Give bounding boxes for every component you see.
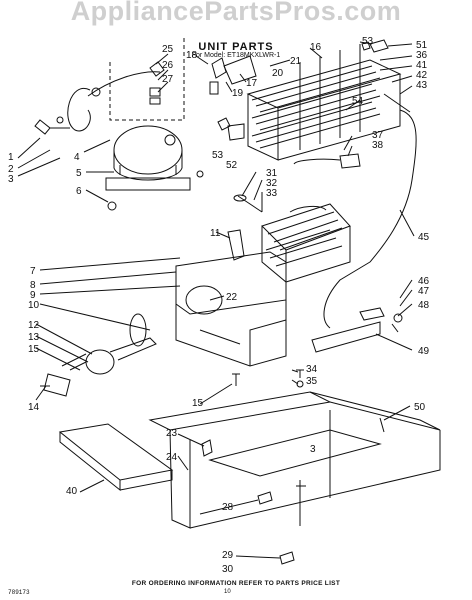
callout-19: 19: [232, 88, 244, 99]
wire-harness: [34, 71, 161, 135]
evaporator: [233, 194, 351, 284]
callout-10: 10: [28, 300, 40, 311]
callout-41: 41: [416, 60, 428, 71]
fan-motor: [40, 313, 157, 397]
callout-15a: 15: [28, 344, 40, 355]
callout-30: 30: [222, 564, 234, 575]
callout-27: 27: [162, 74, 174, 85]
part-29: [279, 551, 295, 565]
fan-housing: [175, 251, 287, 367]
condenser: [246, 44, 402, 161]
callout-11: 11: [210, 228, 221, 239]
callout-34: 34: [306, 364, 318, 375]
watermark: AppliancePartsPros.com: [70, 0, 402, 26]
callout-42: 42: [416, 70, 428, 81]
callout-16: 16: [310, 42, 322, 53]
callout-47: 47: [418, 286, 430, 297]
callout-3b: 3: [310, 444, 316, 455]
drain-pan-49: [311, 321, 381, 353]
relay-parts: [209, 55, 257, 95]
callout-numbers: 1 2 3 3 4 5 6 7 8 9 10 11 12 13 14 15 15…: [8, 36, 430, 575]
bracket-52: [227, 123, 245, 141]
callout-6: 6: [76, 186, 82, 197]
callout-5: 5: [76, 168, 82, 179]
callout-52: 52: [226, 160, 238, 171]
part-37: [339, 153, 361, 169]
document-number: 789173: [8, 589, 30, 596]
drip-tray-40: [58, 423, 174, 492]
model-label: For Model: ET18MKXLWR-1: [191, 52, 281, 59]
callout-46: 46: [418, 276, 430, 287]
callout-20: 20: [272, 68, 284, 79]
callout-43: 43: [416, 80, 428, 91]
screw-50: [379, 417, 385, 433]
screw-34: [296, 369, 304, 378]
compressor-dashed-outline: [109, 38, 185, 121]
callout-26: 26: [162, 60, 174, 71]
callout-9: 9: [30, 290, 36, 301]
callout-38: 38: [372, 140, 384, 151]
callout-4: 4: [74, 152, 80, 163]
bracket-11: [227, 229, 245, 261]
callout-45: 45: [418, 232, 430, 243]
callout-48: 48: [418, 300, 430, 311]
callout-49: 49: [418, 346, 430, 357]
callout-36: 36: [416, 50, 428, 61]
callout-17: 17: [246, 78, 258, 89]
callout-15b: 15: [192, 398, 204, 409]
callout-28: 28: [222, 502, 234, 513]
page-number: 10: [224, 589, 231, 595]
clip-part: [149, 61, 165, 77]
callout-54: 54: [352, 96, 364, 107]
callout-53a: 53: [362, 36, 374, 47]
screw-15: [232, 373, 240, 386]
callout-13: 13: [28, 332, 40, 343]
callout-18: 18: [186, 50, 198, 61]
callout-37: 37: [372, 130, 384, 141]
callout-25: 25: [162, 44, 174, 55]
clip-51: [369, 39, 389, 53]
callout-1: 1: [8, 152, 14, 163]
callout-51: 51: [416, 40, 428, 51]
leader-lines: [17, 41, 415, 559]
callout-22: 22: [226, 292, 238, 303]
callout-24: 24: [166, 452, 178, 463]
grommet-part: [149, 87, 161, 97]
callout-2: 2: [8, 164, 14, 175]
callout-31: 31: [266, 168, 278, 179]
callout-12: 12: [28, 320, 40, 331]
callout-14: 14: [28, 402, 40, 413]
callout-32: 32: [266, 178, 278, 189]
nut-part: [196, 170, 204, 178]
callout-29: 29: [222, 550, 234, 561]
compressor: [105, 125, 191, 211]
base-frame: [148, 391, 441, 529]
tube-45: [323, 109, 417, 329]
callout-33: 33: [266, 188, 278, 199]
callout-40: 40: [66, 486, 78, 497]
callout-21: 21: [290, 56, 302, 67]
ordering-note: FOR ORDERING INFORMATION REFER TO PARTS …: [131, 580, 341, 587]
callout-50: 50: [414, 402, 426, 413]
callout-3: 3: [8, 174, 14, 185]
diagram-title: UNIT PARTS: [198, 41, 274, 53]
callout-53b: 53: [212, 150, 224, 161]
callout-8: 8: [30, 280, 36, 291]
callout-35: 35: [306, 376, 318, 387]
callout-7: 7: [30, 266, 36, 277]
callout-23: 23: [166, 428, 178, 439]
